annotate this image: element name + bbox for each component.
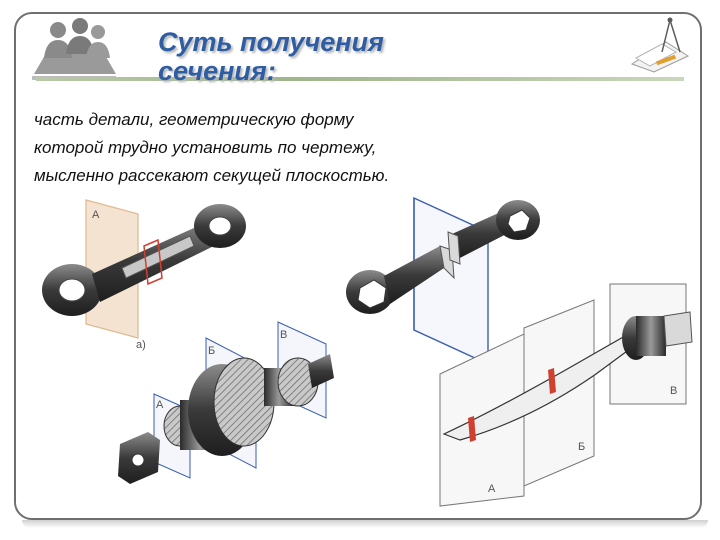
plane-label-a2: А (488, 483, 496, 495)
plane-label-b2: Б (578, 441, 585, 453)
plane-label-a-top: А (92, 209, 100, 221)
body-line-1: часть детали, геометрическую форму (34, 110, 354, 129)
body-line-3: мысленно рассекают секущей плоскостью. (34, 166, 390, 185)
title-text: Суть получения сечения (158, 27, 384, 86)
plane-label-a: А (156, 399, 164, 411)
figure-caption-a: а) (136, 339, 146, 351)
title-colon: : (266, 56, 276, 86)
drawing-tools-icon (630, 17, 690, 73)
figure-split-rod (346, 196, 540, 366)
plane-label-b: Б (208, 345, 215, 357)
plane-label-v: В (280, 329, 287, 341)
figure-knife-blade: А Б В (439, 283, 693, 507)
body-line-2: которой трудно установить по чертежу, (34, 138, 377, 157)
figure-shaft-assembly: А Б В (118, 321, 334, 484)
plane-label-v2: В (670, 385, 677, 397)
section-illustrations: А а) А Б В (42, 196, 693, 507)
slide-title: Суть получения сечения: (158, 28, 478, 86)
body-text: часть детали, геометрическую форму котор… (34, 106, 634, 190)
people-logo (32, 18, 116, 80)
figure-connecting-rod: А а) (42, 199, 246, 351)
header-divider (36, 77, 684, 81)
